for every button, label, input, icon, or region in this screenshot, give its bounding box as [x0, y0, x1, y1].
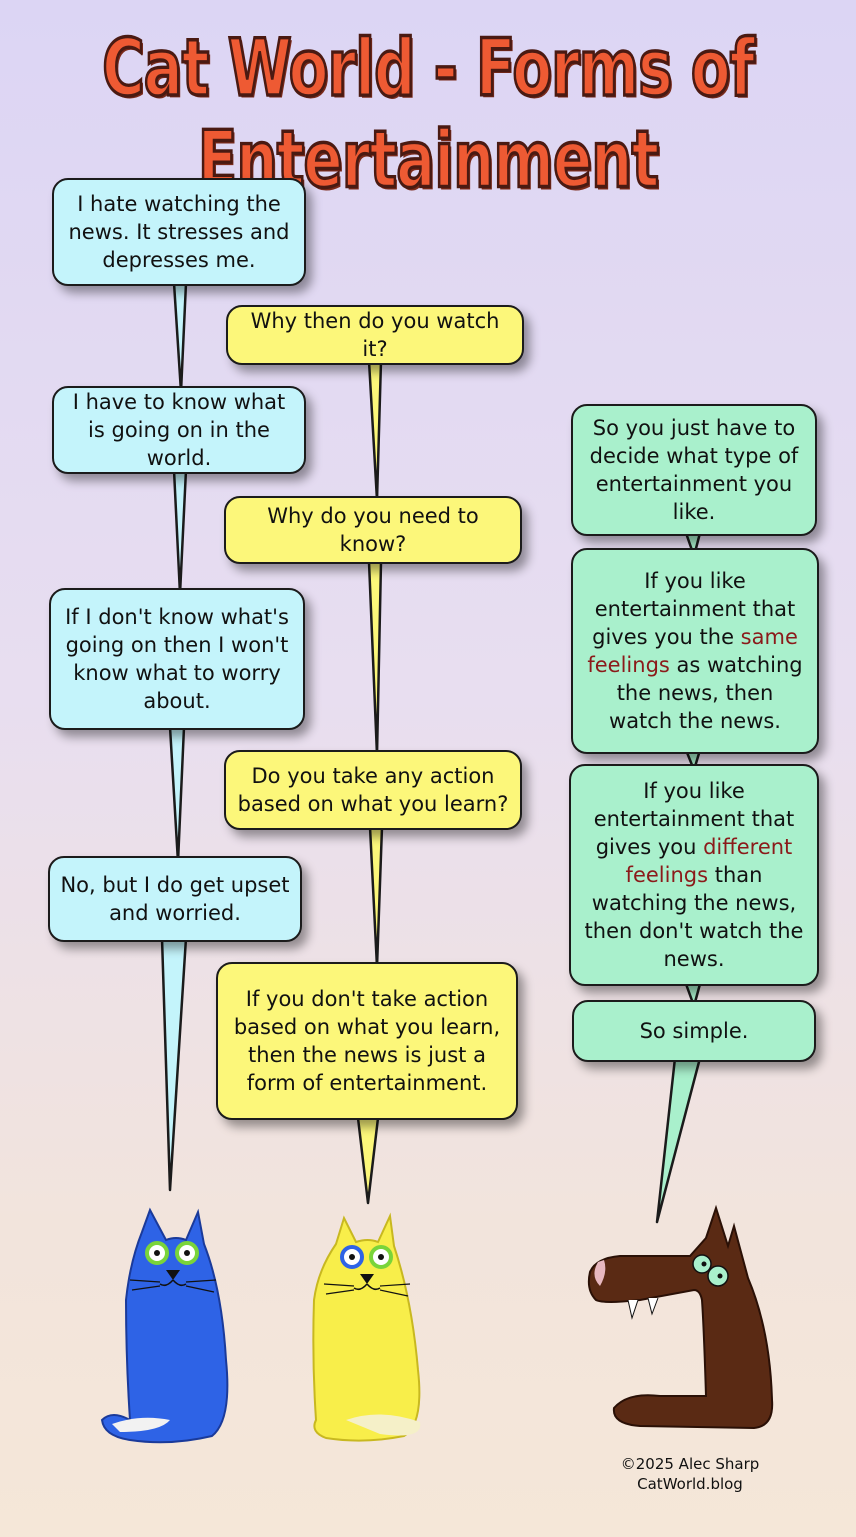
yellow-bubble-3: Do you take any action based on what you… [224, 750, 522, 830]
blue-bubble-4: No, but I do get upset and worried. [48, 856, 302, 942]
blue-bubble-3-text: If I don't know what's going on then I w… [65, 605, 289, 713]
credit-line-2: CatWorld.blog [637, 1475, 743, 1493]
green-bubble-1: So you just have to decide what type of … [571, 404, 817, 536]
yellow-bubble-4: If you don't take action based on what y… [216, 962, 518, 1120]
blue-bubble-1-text: I hate watching the news. It stresses an… [68, 192, 290, 272]
same-feelings-highlight: same feelings [587, 625, 798, 677]
green-bubble-1-text: So you just have to decide what type of … [589, 416, 799, 524]
green-bubble-2-text: If you like entertainment that gives you… [583, 567, 807, 735]
green-bubble-4-text: So simple. [639, 1019, 749, 1043]
blue-bubble-2-text: I have to know what is going on in the w… [72, 390, 286, 470]
comic-title: Cat World - Forms of Entertainment [101, 20, 756, 207]
blue-bubble-2: I have to know what is going on in the w… [52, 386, 306, 474]
blue-cat [100, 1207, 229, 1444]
yellow-cat [312, 1212, 421, 1442]
credit-line-1: ©2025 Alec Sharp [620, 1455, 760, 1473]
green-bubble-2: If you like entertainment that gives you… [571, 548, 819, 754]
copyright-credit: ©2025 Alec Sharp CatWorld.blog [590, 1454, 790, 1494]
green-bubble-3-post: than watching the news, then don't watch… [584, 863, 804, 971]
yellow-bubble-2: Why do you need to know? [224, 496, 522, 564]
green-bubble-4: So simple. [572, 1000, 816, 1062]
green-bubble-3-pre: If you like entertainment that gives you [593, 779, 795, 859]
blue-bubble-1: I hate watching the news. It stresses an… [52, 178, 306, 286]
green-bubble-2-post: as watching the news, then watch the new… [609, 653, 803, 733]
different-feelings-highlight: different feelings [625, 835, 793, 887]
blue-bubble-3: If I don't know what's going on then I w… [49, 588, 305, 730]
yellow-bubble-2-text: Why do you need to know? [267, 504, 479, 556]
green-bubble-3: If you like entertainment that gives you… [569, 764, 819, 986]
brown-dog [587, 1204, 774, 1430]
blue-bubble-4-text: No, but I do get upset and worried. [60, 873, 290, 925]
yellow-bubble-4-text: If you don't take action based on what y… [233, 987, 501, 1095]
yellow-bubble-1: Why then do you watch it? [226, 305, 524, 365]
yellow-bubble-1-text: Why then do you watch it? [250, 309, 500, 361]
green-bubble-3-text: If you like entertainment that gives you… [581, 777, 807, 973]
green-bubble-2-pre: If you like entertainment that gives you… [592, 569, 796, 649]
yellow-bubble-3-text: Do you take any action based on what you… [237, 764, 509, 816]
